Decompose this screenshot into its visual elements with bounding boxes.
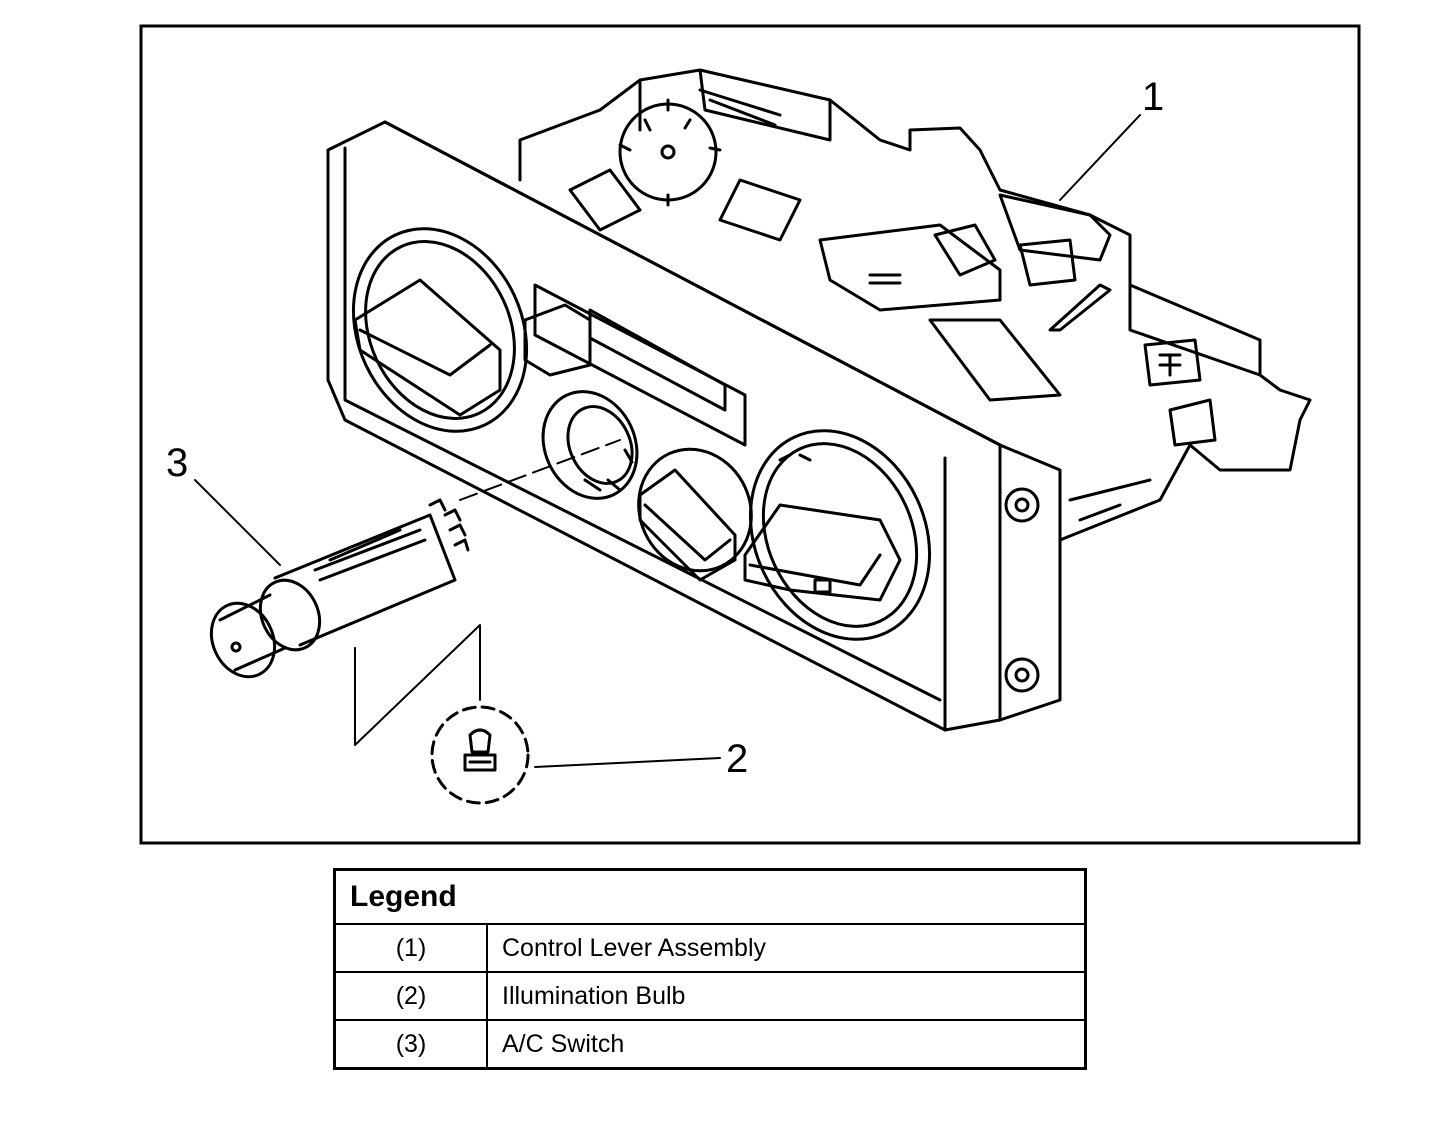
legend-item-number: (3)	[333, 1019, 488, 1070]
legend-item-label: Illumination Bulb	[486, 971, 1087, 1021]
ac-switch-opening	[541, 390, 639, 500]
diagram-frame	[139, 24, 1361, 845]
legend-header-row: Legend	[333, 868, 1087, 925]
legend-row: (3) A/C Switch	[333, 1019, 1087, 1070]
legend-row: (1) Control Lever Assembly	[333, 923, 1087, 973]
legend-item-label: Control Lever Assembly	[486, 923, 1087, 973]
legend-item-label: A/C Switch	[486, 1019, 1087, 1070]
legend-title: Legend	[333, 868, 1087, 925]
legend-item-number: (2)	[333, 971, 488, 1021]
callout-3: 3	[166, 441, 188, 485]
illumination-bulb-part	[430, 705, 530, 805]
control-panel-bezel	[326, 120, 1062, 732]
leader-lines	[194, 114, 1141, 768]
left-rotary-knob	[351, 227, 529, 433]
hvac-control-diagram: 1 2 3	[139, 24, 1361, 845]
control-lever-assembly-body	[518, 68, 1312, 542]
callout-2: 2	[726, 737, 748, 781]
middle-rotary-knob	[637, 447, 753, 582]
callout-1: 1	[1142, 75, 1164, 119]
legend-table: Legend (1) Control Lever Assembly (2) Il…	[333, 868, 1087, 1070]
right-rotary-knob	[743, 429, 932, 641]
ac-switch-part	[209, 498, 470, 679]
mode-indicator-window	[523, 283, 747, 447]
legend-item-number: (1)	[333, 923, 488, 973]
legend-row: (2) Illumination Bulb	[333, 971, 1087, 1021]
